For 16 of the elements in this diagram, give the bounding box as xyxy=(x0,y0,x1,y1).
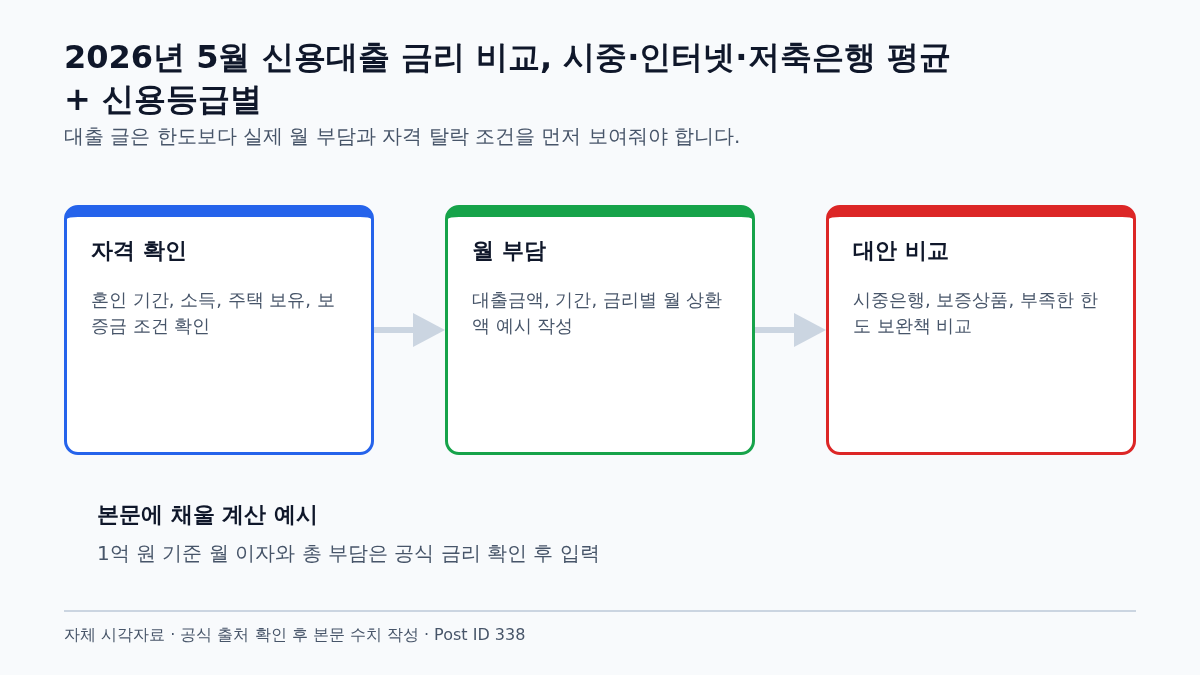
card-heading: 자격 확인 xyxy=(91,237,188,265)
title: 2026년 5월 신용대출 금리 비교, 시중·인터넷·저축은행 평균 + 신용등급별 xyxy=(64,37,952,120)
card-description: 대출금액, 기간, 금리별 월 상환액 예시 작성 xyxy=(472,288,724,338)
card-heading: 대안 비교 xyxy=(853,237,950,265)
step-card xyxy=(445,205,755,455)
step-card xyxy=(64,205,374,455)
step-card xyxy=(826,205,1136,455)
arrow xyxy=(374,313,445,347)
section-text: 1억 원 기준 월 이자와 총 부담은 공식 금리 확인 후 입력 xyxy=(97,540,601,567)
card-heading: 월 부담 xyxy=(472,237,547,265)
subtitle: 대출 글은 한도보다 실제 월 부담과 자격 탈락 조건을 먼저 보여줘야 합니다. xyxy=(64,123,742,150)
arrow xyxy=(755,313,826,347)
footer-note: 자체 시각자료 · 공식 출처 확인 후 본문 수치 작성 · Post ID 338 xyxy=(64,624,527,646)
card-description: 시중은행, 보증상품, 부족한 한도 보완책 비교 xyxy=(853,288,1099,338)
card-description: 혼인 기간, 소득, 주택 보유, 보증금 조건 확인 xyxy=(91,288,336,338)
section-heading: 본문에 채울 계산 예시 xyxy=(97,501,319,529)
